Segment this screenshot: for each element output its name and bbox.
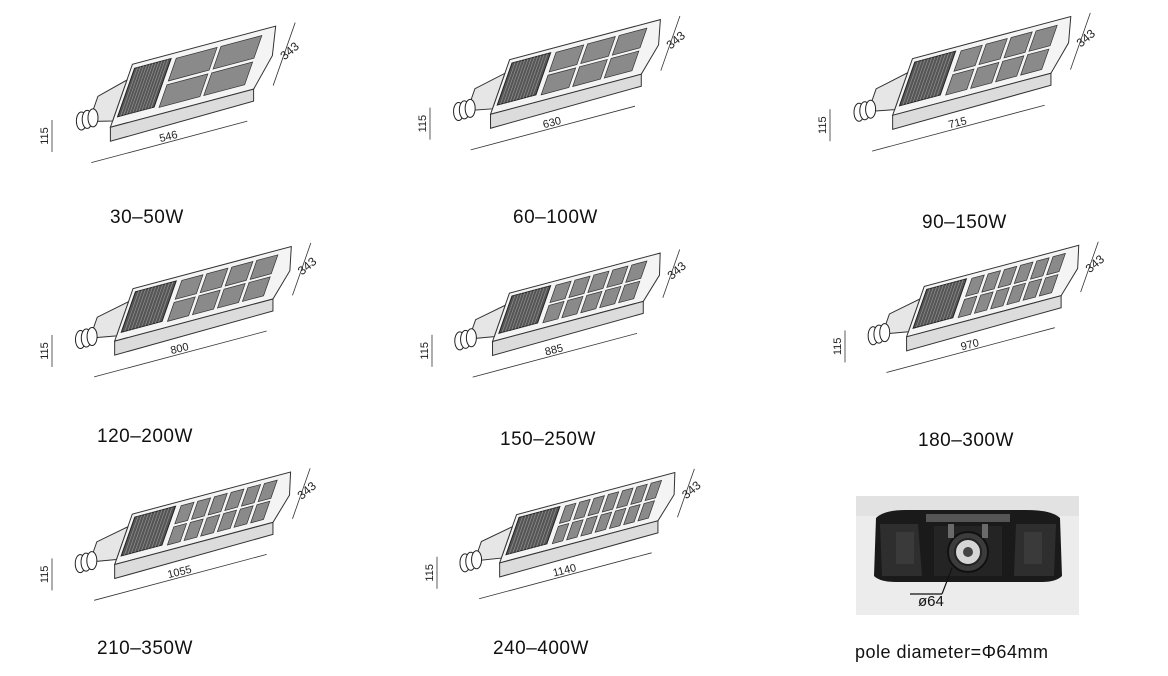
lamp-drawing-240-400w: 1140 343 115 — [424, 468, 704, 607]
lamp-svg: 800 343 115 — [39, 242, 320, 378]
pole-mount-illustration — [856, 496, 1079, 615]
model-caption: 150–250W — [500, 429, 596, 450]
lamp-svg: 1055 343 115 — [39, 468, 319, 601]
lamp-drawing-180-300w: 970 343 115 — [832, 241, 1107, 382]
model-caption: 60–100W — [513, 207, 598, 228]
lamp-svg: 970 343 115 — [832, 241, 1107, 373]
width-dimension: 343 — [277, 39, 302, 63]
width-dimension: 343 — [295, 254, 320, 278]
height-dimension: 115 — [417, 115, 429, 133]
model-caption: 30–50W — [110, 207, 184, 228]
lamp-drawing-90-150w: 715 343 115 — [817, 12, 1098, 165]
height-dimension: 115 — [419, 342, 431, 360]
width-dimension: 343 — [295, 479, 320, 503]
height-dimension: 115 — [832, 338, 844, 356]
length-dimension: 885 — [544, 342, 565, 358]
height-dimension: 115 — [39, 566, 51, 584]
lamp-drawing-120-200w: 800 343 115 — [39, 242, 320, 388]
length-dimension: 1140 — [552, 562, 578, 579]
lamp-drawing-60-100w: 630 343 115 — [417, 15, 688, 162]
width-dimension: 343 — [679, 478, 704, 502]
height-dimension: 115 — [39, 127, 51, 145]
lamp-drawing-210-350w: 1055 343 115 — [39, 468, 319, 610]
width-dimension: 343 — [1083, 252, 1108, 276]
lamp-svg: 630 343 115 — [417, 15, 688, 151]
length-dimension: 1055 — [166, 564, 193, 582]
width-dimension: 343 — [665, 259, 690, 283]
lamp-drawing-30-50w: 546 343 115 — [39, 22, 340, 180]
model-caption: 240–400W — [493, 638, 589, 659]
lamp-svg: 546 343 115 — [39, 22, 302, 164]
model-caption: 210–350W — [97, 638, 193, 659]
lamp-drawing-150-250w: 885 343 115 — [419, 249, 689, 385]
pole-mount-photo: ø64 — [856, 496, 1079, 615]
height-dimension: 115 — [817, 116, 829, 134]
length-dimension: 970 — [960, 337, 981, 353]
lamp-svg: 715 343 115 — [817, 12, 1098, 152]
width-dimension: 343 — [1074, 26, 1099, 50]
length-dimension: 715 — [947, 115, 968, 131]
lamp-svg: 885 343 115 — [419, 249, 689, 378]
length-dimension: 800 — [169, 341, 190, 357]
height-dimension: 115 — [39, 342, 51, 360]
length-dimension: 546 — [158, 129, 179, 145]
model-caption: 180–300W — [918, 430, 1014, 451]
model-caption: 120–200W — [97, 426, 193, 447]
height-dimension: 115 — [424, 564, 436, 582]
length-dimension: 630 — [542, 115, 563, 131]
model-caption: 90–150W — [922, 212, 1007, 233]
lamp-svg: 1140 343 115 — [424, 468, 704, 600]
width-dimension: 343 — [664, 28, 689, 52]
pole-dim-label: ø64 — [918, 593, 944, 610]
pole-caption: pole diameter=Φ64mm — [855, 642, 1049, 662]
